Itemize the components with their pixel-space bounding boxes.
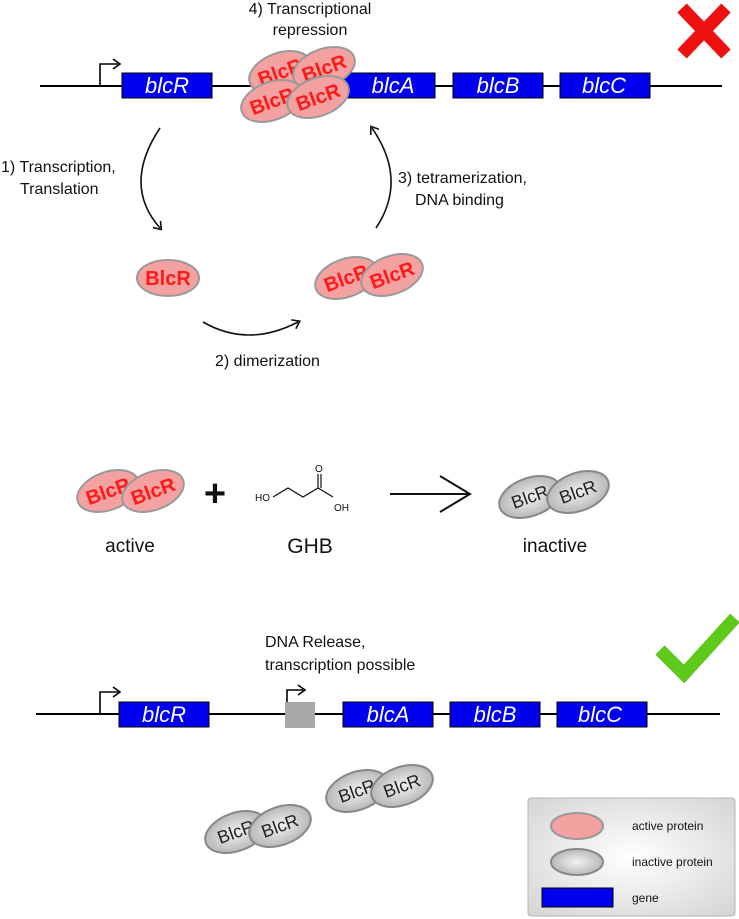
step3-arrow-icon [369, 125, 392, 229]
promoter-arrowhead-icon [297, 684, 307, 696]
blcr-dimer-active: BlcR BlcR [76, 469, 185, 513]
step4-label-line1: 4) Transcriptional [249, 1, 372, 18]
blcr-dimer-inactive: BlcR BlcR [498, 470, 610, 519]
blcr-dimer-free-1: BlcR BlcR [325, 764, 434, 813]
gene-blcA-top: blcA [344, 72, 436, 99]
legend-inactive-swatch [550, 848, 604, 876]
gene-blcC-bottom: blcC [556, 701, 648, 728]
plus-sign: + [204, 473, 226, 515]
release-label-line2: transcription possible [265, 657, 415, 674]
step1-arrow-icon [140, 127, 163, 231]
inactive-label: inactive [523, 536, 587, 557]
legend-gene-swatch [541, 887, 614, 908]
ghb-reaction: BlcR BlcR active + HO OH O GHB BlcR BlcR… [76, 464, 610, 558]
gene-label: blcC [582, 73, 626, 98]
ghb-structure: HO OH O [255, 464, 349, 514]
free-operator-site [285, 702, 315, 728]
regulation-cycle: 1) Transcription, Translation BlcR 2) di… [1, 125, 527, 370]
gene-blcA-bottom: blcA [342, 701, 434, 728]
gene-label: blcA [372, 73, 415, 98]
step2-label: 2) dimerization [215, 353, 320, 370]
step4-label-line2: repression [273, 22, 348, 39]
ghb-label: GHB [287, 535, 333, 558]
gene-label: blcC [578, 702, 622, 727]
legend-gene-label: gene [632, 891, 659, 905]
check-icon [655, 613, 739, 684]
acid-hydroxyl-label: OH [334, 503, 349, 514]
blcr-dimer-free-2: BlcR BlcR [204, 804, 312, 854]
gene-blcB-top: blcB [452, 72, 544, 99]
carbonyl-o-label: O [315, 464, 323, 475]
step3-label-line1: 3) tetramerization, [398, 170, 527, 187]
cross-icon [677, 3, 731, 59]
step3-label-line2: DNA binding [415, 192, 504, 209]
gene-blcR-bottom: blcR [118, 701, 210, 728]
bottom-dna-region: DNA Release, transcription possible blcR… [36, 613, 739, 854]
gene-label: blcB [474, 702, 517, 727]
gene-blcC-top: blcC [559, 72, 651, 99]
step1-label-line2: Translation [20, 181, 99, 198]
gene-label: blcB [477, 73, 520, 98]
release-label-line1: DNA Release, [265, 634, 366, 651]
step1-label-line1: 1) Transcription, [1, 159, 116, 176]
legend-inactive-label: inactive protein [632, 855, 713, 869]
blcr-dimer-cycle: BlcR BlcR [314, 253, 424, 300]
gene-label: blcR [142, 702, 186, 727]
gene-blcB-bottom: blcB [449, 701, 541, 728]
promoter-arrowhead-icon [112, 686, 122, 698]
top-dna-region: blcR blcA blcB blcC BlcR BlcR BlcR BlcR [40, 1, 731, 123]
promoter-arrow-icon [99, 691, 118, 714]
protein-label: BlcR [145, 268, 191, 290]
legend-active-label: active protein [632, 819, 703, 833]
legend-active-swatch [550, 812, 604, 840]
legend: active protein inactive protein gene [527, 797, 736, 917]
blcr-monomer: BlcR [136, 259, 200, 297]
promoter-arrowhead-icon [112, 58, 122, 70]
gene-label: blcA [367, 702, 410, 727]
blcr-tetramer-bound: BlcR BlcR BlcR BlcR [240, 46, 356, 123]
gene-label: blcR [145, 73, 189, 98]
active-label: active [105, 536, 155, 557]
step2-arrow-icon [202, 319, 301, 336]
reaction-arrow-icon [390, 475, 472, 513]
promoter-arrow-icon [99, 63, 118, 86]
hydroxyl-label: HO [255, 493, 270, 504]
gene-blcR-top: blcR [121, 72, 213, 99]
